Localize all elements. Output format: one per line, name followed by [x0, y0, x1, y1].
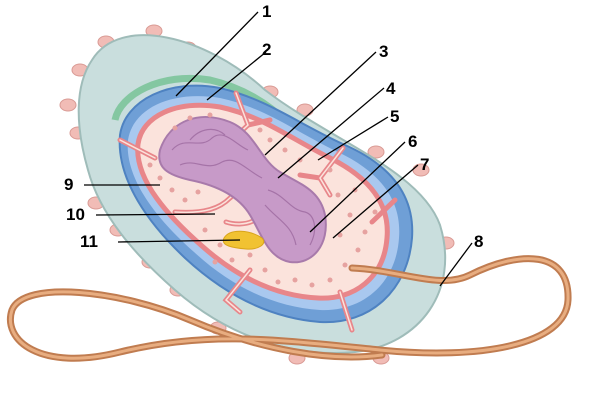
storage-granule — [222, 230, 265, 250]
leader-lines — [84, 11, 473, 287]
label-2: 2 — [262, 40, 271, 59]
ribosomes — [147, 112, 378, 288]
label-4: 4 — [386, 79, 396, 98]
label-8: 8 — [474, 232, 483, 251]
label-5: 5 — [390, 107, 399, 126]
label-6: 6 — [408, 132, 417, 151]
nucleoid — [158, 116, 327, 264]
label-9: 9 — [64, 175, 73, 194]
label-3: 3 — [379, 42, 388, 61]
label-1: 1 — [262, 2, 271, 21]
label-11: 11 — [80, 232, 98, 251]
flagellum-highlight — [9, 257, 570, 360]
label-7: 7 — [420, 155, 429, 174]
dna-strands — [171, 128, 316, 246]
label-10: 10 — [66, 205, 85, 224]
